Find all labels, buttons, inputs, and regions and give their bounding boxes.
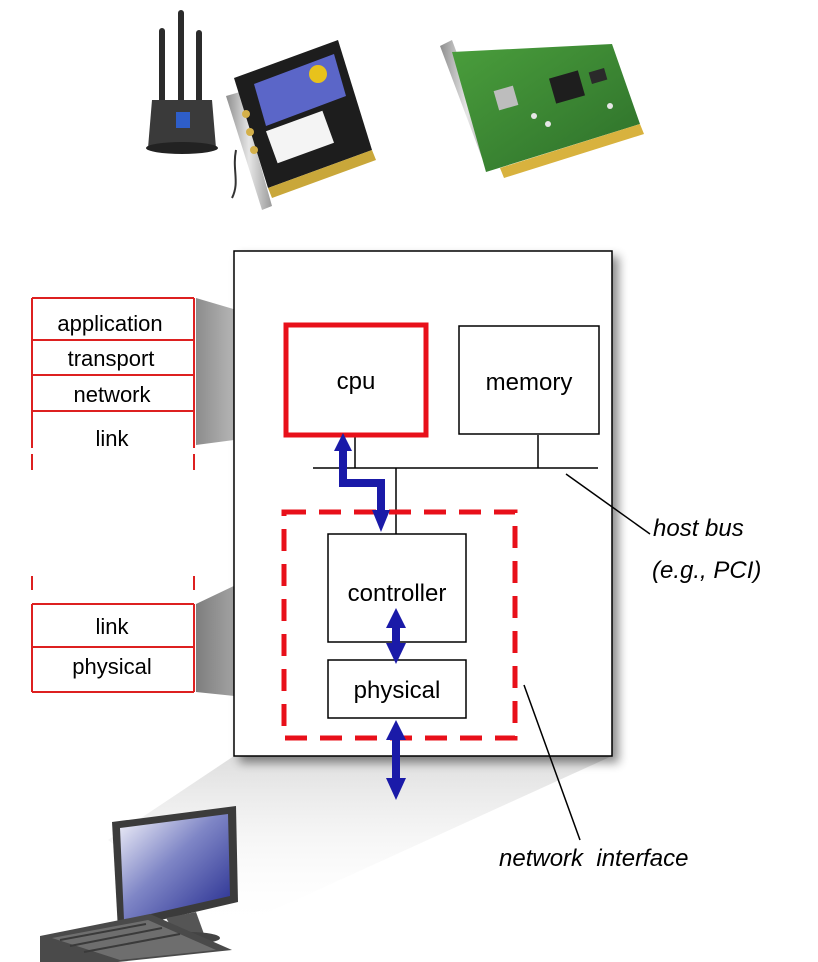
memory-label: memory <box>486 369 573 396</box>
controller-label: controller <box>348 580 447 607</box>
host-bus-example-annotation: (e.g., PCI) <box>652 557 761 584</box>
upper-protocol-stack: application transport network link <box>31 297 195 470</box>
physical-to-link-arrow <box>386 720 406 800</box>
physical-box <box>327 659 467 719</box>
network-interface-annotation: network interface <box>499 845 688 872</box>
upper-layer-transport: transport <box>68 346 155 371</box>
cpu-to-controller-arrow <box>334 433 390 532</box>
upper-layer-network: network <box>73 382 151 407</box>
lower-protocol-stack: link physical <box>31 576 195 693</box>
host-bus-annotation: host bus <box>653 515 744 542</box>
wireless-network-card-image <box>146 10 376 210</box>
network-interface-pointer-line <box>523 684 581 841</box>
cpu-box <box>283 322 429 438</box>
host-bus-pointer-line <box>565 473 651 535</box>
controller-physical-arrow <box>386 608 406 664</box>
cpu-label: cpu <box>337 368 376 395</box>
desktop-computer-image <box>40 806 238 962</box>
lower-layer-physical: physical <box>72 654 151 679</box>
memory-box <box>458 325 600 435</box>
wired-network-card-image <box>440 40 644 178</box>
upper-layer-application: application <box>57 311 162 336</box>
physical-label: physical <box>354 677 441 704</box>
upper-layer-link: link <box>95 426 129 451</box>
lower-layer-link: link <box>95 614 129 639</box>
